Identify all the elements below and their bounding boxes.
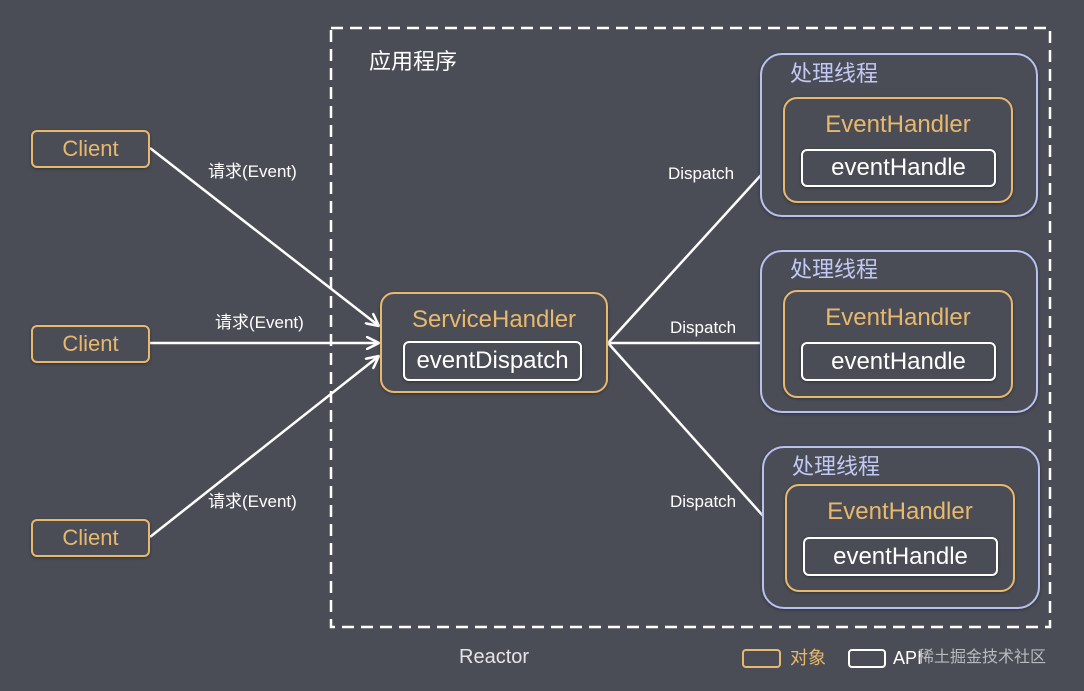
event-handle-label: eventHandle	[833, 542, 968, 570]
event-dispatch-api-box: eventDispatch	[403, 341, 582, 381]
dispatch-label-3: Dispatch	[670, 492, 737, 511]
dispatch-label-1: Dispatch	[668, 164, 735, 183]
application-boundary	[329, 26, 1052, 629]
dispatch-arrow-3	[607, 342, 782, 537]
thread-title: 处理线程	[792, 454, 881, 479]
client-label: Client	[62, 525, 119, 550]
client-box-2: Client	[31, 325, 150, 363]
event-handle-api-box: eventHandle	[803, 537, 998, 576]
event-handler-box: EventHandler eventHandle	[783, 97, 1013, 203]
thread-title: 处理线程	[790, 257, 879, 282]
thread-title: 处理线程	[790, 61, 879, 86]
event-handler-box: EventHandler eventHandle	[783, 290, 1013, 398]
client-box-3: Client	[31, 519, 150, 557]
request-label-3: 请求(Event)	[208, 492, 297, 511]
event-handle-label: eventHandle	[831, 347, 966, 375]
thread-box-1: 处理线程 EventHandler eventHandle	[760, 53, 1038, 217]
event-handle-api-box: eventHandle	[801, 149, 996, 187]
request-label-1: 请求(Event)	[208, 162, 297, 181]
event-dispatch-label: eventDispatch	[416, 347, 569, 374]
dispatch-label-2: Dispatch	[670, 318, 737, 337]
watermark: 稀土掘金技术社区	[918, 649, 1047, 666]
client-box-1: Client	[31, 130, 150, 168]
thread-box-2: 处理线程 EventHandler eventHandle	[760, 250, 1038, 413]
legend-object-swatch	[742, 649, 781, 668]
event-handle-label: eventHandle	[831, 154, 966, 181]
reactor-label: Reactor	[459, 646, 530, 668]
legend-api-label: API	[893, 648, 923, 668]
client-label: Client	[62, 331, 119, 356]
event-handle-api-box: eventHandle	[801, 342, 996, 381]
client-label: Client	[62, 136, 119, 161]
application-label: 应用程序	[369, 49, 458, 74]
event-handler-title: EventHandler	[825, 111, 971, 138]
legend-object-label: 对象	[790, 648, 826, 668]
request-arrow-3	[149, 356, 379, 538]
thread-box-3: 处理线程 EventHandler eventHandle	[762, 446, 1040, 609]
legend-api-swatch	[848, 649, 886, 668]
service-handler-box: ServiceHandler eventDispatch	[380, 292, 608, 393]
event-handler-title: EventHandler	[825, 304, 971, 331]
request-arrow-1	[149, 147, 379, 326]
event-handler-title: EventHandler	[827, 498, 973, 525]
request-label-2: 请求(Event)	[215, 313, 304, 332]
event-handler-box: EventHandler eventHandle	[785, 484, 1015, 592]
dispatch-arrow-1	[607, 152, 782, 344]
service-handler-title: ServiceHandler	[411, 306, 577, 333]
